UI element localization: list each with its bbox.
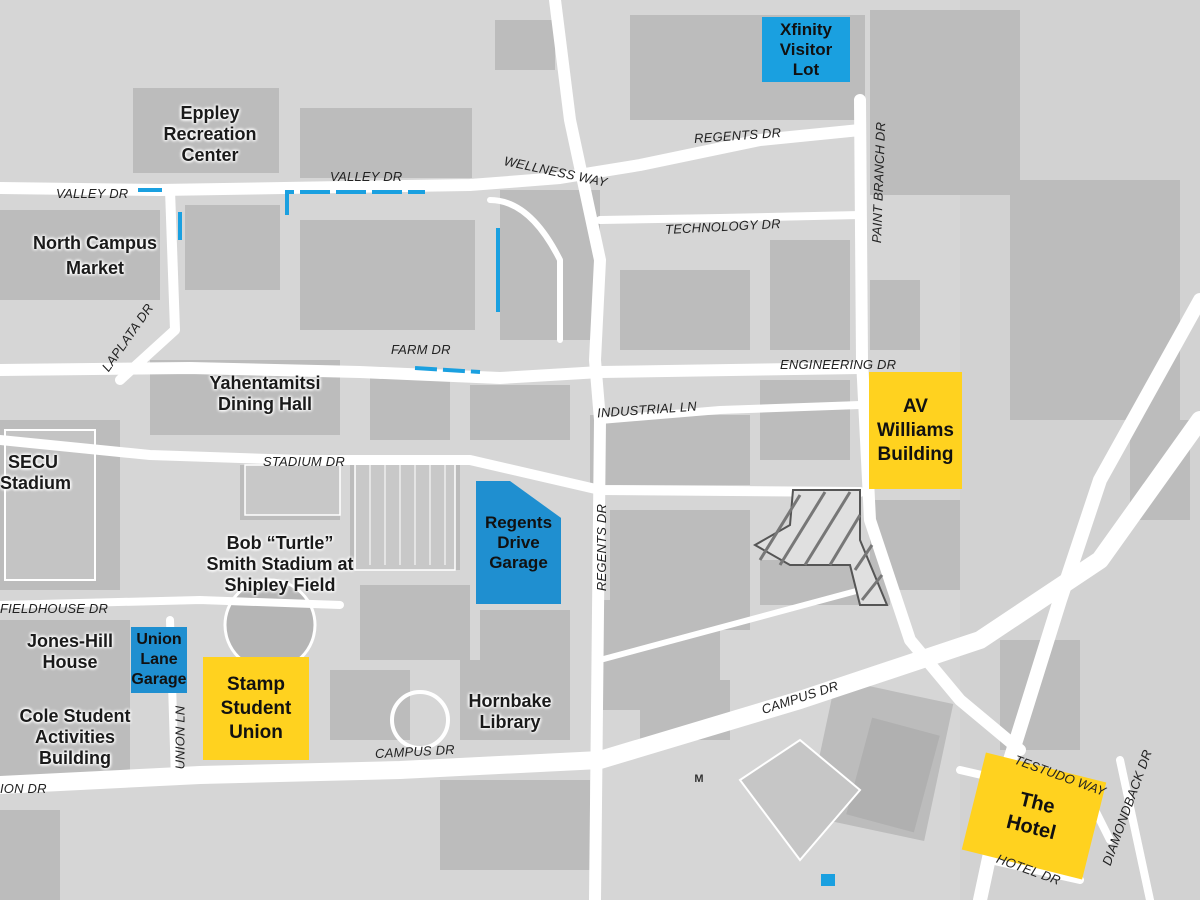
road-label-stadium-dr: STADIUM DR bbox=[263, 454, 345, 469]
union-lane-garage[interactable]: Union Lane Garage bbox=[131, 627, 187, 693]
road-label-valley-dr-left: VALLEY DR bbox=[56, 186, 129, 201]
hornbake-library-label: Hornbake Library bbox=[468, 691, 552, 732]
parking-marker-small bbox=[821, 874, 835, 886]
stamp-student-union[interactable]: Stamp Student Union bbox=[203, 657, 309, 760]
road-label-engineering-dr: ENGINEERING DR bbox=[780, 357, 897, 372]
road-label-fieldhouse-dr: FIELDHOUSE DR bbox=[0, 601, 109, 616]
north-campus-market-label: North Campus Market bbox=[32, 233, 157, 278]
av-williams-building[interactable]: AV Williams Building bbox=[869, 372, 962, 489]
road-label-ion-dr: ION DR bbox=[0, 781, 47, 796]
jones-hill-house-label: Jones-Hill House bbox=[26, 631, 114, 672]
cole-student-activities-label: Cole Student Activities Building bbox=[19, 706, 131, 768]
road-label-union-ln: UNION LN bbox=[172, 705, 188, 770]
eppley-recreation-center-label: Eppley Recreation Center bbox=[163, 103, 257, 165]
restricted-parking-marks bbox=[138, 188, 500, 374]
metro-icon: M bbox=[694, 773, 704, 785]
road-label-farm-dr: FARM DR bbox=[391, 342, 451, 357]
secu-stadium-label: SECU Stadium bbox=[0, 452, 72, 493]
yahentamitsi-dining-hall-label: Yahentamitsi Dining Hall bbox=[209, 373, 321, 414]
bob-turtle-smith-stadium-label: Bob “Turtle” Smith Stadium at Shipley Fi… bbox=[206, 533, 354, 595]
xfinity-visitor-lot[interactable]: Xfinity Visitor Lot bbox=[762, 17, 850, 82]
road-label-valley-dr-mid: VALLEY DR bbox=[330, 169, 403, 184]
road-label-regents-dr-vertical: REGENTS DR bbox=[594, 503, 610, 592]
construction-area bbox=[752, 489, 889, 606]
